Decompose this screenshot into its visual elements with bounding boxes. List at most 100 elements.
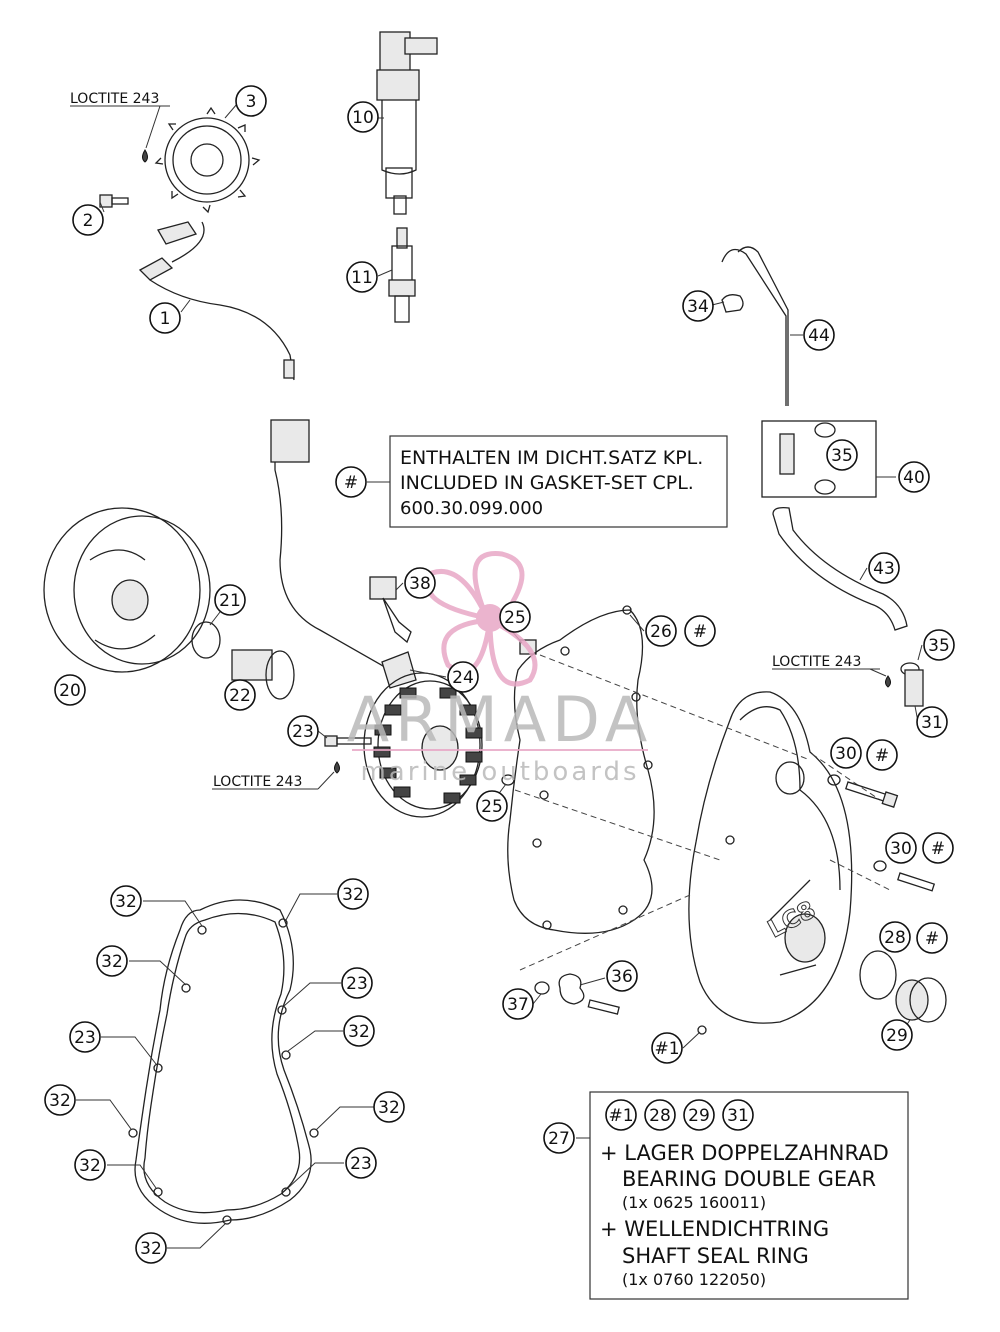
callout-c20: 20 — [54, 674, 86, 706]
note-marker-callout: # — [335, 466, 367, 498]
kit-item2-part-number: (1x 0760 122050) — [622, 1270, 766, 1289]
callout-number: 32 — [342, 885, 364, 905]
callout-g32f: 32 — [373, 1091, 405, 1123]
callout-number: 35 — [831, 446, 853, 466]
callout-number: 35 — [928, 636, 950, 656]
kit-ref-callout: 27 — [543, 1122, 575, 1154]
callout-c36: 36 — [606, 960, 638, 992]
callout-number: 32 — [348, 1022, 370, 1042]
svg-text:#: # — [344, 473, 358, 493]
callout-c34: 34 — [682, 290, 714, 322]
callout-number: 43 — [873, 559, 895, 579]
kit-item1-part-number: (1x 0625 160011) — [622, 1193, 766, 1212]
callout-number: 24 — [452, 668, 474, 688]
callout-g23c: 23 — [345, 1147, 377, 1179]
callout-number: 31 — [921, 713, 943, 733]
watermark-brand: ARMADA — [347, 683, 653, 756]
pickup-sensor-part — [138, 221, 295, 381]
callout-number: 32 — [140, 1239, 162, 1259]
o-ring-part — [859, 950, 897, 1000]
callout-number: 21 — [219, 591, 241, 611]
callout-number: 2 — [83, 211, 94, 231]
loctite-drop — [142, 149, 148, 163]
kit-item2-german: + WELLENDICHTRING — [600, 1217, 829, 1241]
callout-number: 34 — [687, 297, 709, 317]
spark-plug-part — [388, 227, 416, 323]
callout-number: 32 — [79, 1156, 101, 1176]
callout-number: 20 — [59, 681, 81, 701]
callout-c24: 24 — [447, 661, 479, 693]
loctite-label: LOCTITE 243 — [213, 774, 302, 790]
flywheel-part — [43, 507, 211, 673]
callout-number: 25 — [504, 608, 526, 628]
callout-number: # — [693, 622, 707, 642]
callout-c30ah: # — [866, 739, 898, 771]
trigger-wheel-part — [154, 106, 261, 214]
kit-part-callout: 31 — [722, 1099, 754, 1131]
callout-number: 23 — [346, 974, 368, 994]
callout-c30bh: # — [922, 832, 954, 864]
callout-c25b: 25 — [476, 790, 508, 822]
shaft-pin-part — [231, 649, 295, 700]
gasket-set-note: ENTHALTEN IM DICHT.SATZ KPL. INCLUDED IN… — [367, 435, 728, 528]
callout-number: 11 — [351, 268, 373, 288]
callout-number: 40 — [903, 468, 925, 488]
note-line-english: INCLUDED IN GASKET-SET CPL. — [400, 472, 694, 494]
callout-c28: 28 — [879, 921, 911, 953]
screw-plug-part — [895, 977, 947, 1023]
washer-part — [191, 621, 221, 659]
callout-g32c: 32 — [96, 945, 128, 977]
callout-number: #1 — [654, 1039, 679, 1059]
valve-frame — [761, 420, 877, 498]
callout-number: # — [931, 839, 945, 859]
ignition-coil-part — [376, 31, 438, 215]
svg-text:28: 28 — [649, 1106, 671, 1126]
callout-number: 32 — [101, 952, 123, 972]
callout-c31: 31 — [916, 706, 948, 738]
kit-part-callout: 28 — [644, 1099, 676, 1131]
callout-g32e: 32 — [44, 1084, 76, 1116]
callout-c22: 22 — [224, 679, 256, 711]
callout-number: 26 — [650, 622, 672, 642]
callout-c38: 38 — [404, 567, 436, 599]
callout-c44: 44 — [803, 319, 835, 351]
callout-g32h: 32 — [135, 1232, 167, 1264]
callout-number: # — [925, 929, 939, 949]
callout-g23a: 23 — [341, 967, 373, 999]
callout-number: 36 — [611, 967, 633, 987]
loctite-drop — [334, 761, 340, 774]
sensor-part — [369, 576, 412, 644]
kit-part-callout: 29 — [683, 1099, 715, 1131]
callout-number: 30 — [835, 744, 857, 764]
callout-number: 23 — [350, 1154, 372, 1174]
callout-g32b: 32 — [337, 878, 369, 910]
kit-note-box: + LAGER DOPPELZAHNRAD BEARING DOUBLE GEA… — [589, 1091, 909, 1300]
callout-number: 23 — [292, 722, 314, 742]
assembly-lines — [514, 654, 891, 971]
kit-item1-english: BEARING DOUBLE GEAR — [622, 1167, 876, 1191]
svg-text:#1: #1 — [608, 1106, 633, 1126]
callout-c10: 10 — [347, 101, 379, 133]
callout-c35b: 35 — [923, 629, 955, 661]
note-line-german: ENTHALTEN IM DICHT.SATZ KPL. — [400, 447, 703, 469]
callout-number: 29 — [886, 1026, 908, 1046]
breather-hose-group: LOCTITE 243 — [721, 246, 924, 707]
callout-c1h: #1 — [651, 1032, 683, 1064]
callout-number: 10 — [352, 108, 374, 128]
loctite-drop — [885, 675, 891, 688]
svg-text:27: 27 — [548, 1129, 570, 1149]
callout-number: 32 — [49, 1091, 71, 1111]
clip-part — [534, 973, 620, 1015]
callout-c26: 26 — [645, 615, 677, 647]
callout-number: 22 — [229, 686, 251, 706]
propeller-logo — [425, 551, 538, 687]
callout-c11: 11 — [346, 261, 378, 293]
callout-number: 44 — [808, 326, 830, 346]
kit-item1-german: + LAGER DOPPELZAHNRAD — [600, 1141, 889, 1165]
pickup-sensor-group: LOCTITE 243 — [70, 91, 295, 381]
callout-c2: 2 — [72, 204, 104, 236]
callout-c43: 43 — [868, 552, 900, 584]
callout-c35a: 35 — [826, 439, 858, 471]
